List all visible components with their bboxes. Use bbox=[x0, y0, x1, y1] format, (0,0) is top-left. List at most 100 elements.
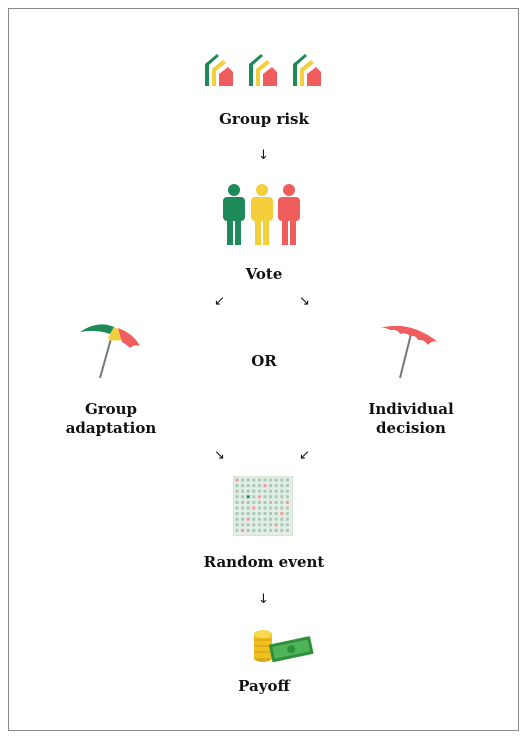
coins-cash-icon bbox=[254, 630, 314, 663]
grid-cell bbox=[285, 528, 289, 532]
grid-cell bbox=[269, 512, 273, 516]
arrow-down-left-1: ↙ bbox=[214, 294, 225, 309]
grid-cell bbox=[246, 478, 250, 482]
arrow-down-1: ↓ bbox=[258, 148, 269, 163]
grid-cell bbox=[274, 484, 278, 488]
grid-cell bbox=[274, 500, 278, 504]
grid-cell bbox=[252, 523, 256, 527]
person-icon bbox=[251, 184, 273, 245]
grid-cell bbox=[252, 512, 256, 516]
grid-cell bbox=[257, 528, 261, 532]
grid-cell bbox=[269, 517, 273, 521]
grid-cell bbox=[246, 500, 250, 504]
grid-cell bbox=[235, 478, 239, 482]
grid-cell bbox=[252, 528, 256, 532]
grid-cell bbox=[274, 512, 278, 516]
grid-cell bbox=[269, 500, 273, 504]
grid-cell bbox=[246, 489, 250, 493]
grid-cell bbox=[263, 500, 267, 504]
grid-cell bbox=[257, 478, 261, 482]
coin-stack-icon bbox=[254, 630, 272, 662]
grid-cell bbox=[285, 484, 289, 488]
grid-cell bbox=[274, 495, 278, 499]
grid-cell bbox=[285, 523, 289, 527]
house-icon bbox=[293, 54, 321, 86]
grid-cell bbox=[269, 484, 273, 488]
group-adaptation-label-line1: Group bbox=[84, 400, 138, 418]
grid-cell bbox=[285, 478, 289, 482]
grid-cell bbox=[269, 489, 273, 493]
arrow-down-right-2: ↘ bbox=[214, 448, 225, 463]
grid-cell bbox=[257, 495, 261, 499]
individual-decision-label-line1: Individual bbox=[368, 400, 454, 418]
grid-cell bbox=[241, 495, 245, 499]
grid-cell bbox=[252, 500, 256, 504]
grid-cell bbox=[246, 512, 250, 516]
grid-cell bbox=[280, 523, 284, 527]
grid-cell bbox=[235, 489, 239, 493]
or-label: OR bbox=[251, 352, 277, 370]
house-icon bbox=[205, 54, 233, 86]
individual-decision-label-line2: decision bbox=[376, 419, 446, 437]
grid-cell bbox=[241, 523, 245, 527]
grid-cell bbox=[235, 506, 239, 510]
grid-cell bbox=[263, 528, 267, 532]
grid-cell bbox=[235, 484, 239, 488]
grid-cell bbox=[241, 489, 245, 493]
grid-cell bbox=[263, 478, 267, 482]
grid-cell bbox=[235, 500, 239, 504]
house-icon bbox=[249, 54, 277, 86]
grid-cell bbox=[263, 523, 267, 527]
grid-cell bbox=[269, 495, 273, 499]
grid-cell bbox=[285, 500, 289, 504]
grid-cell bbox=[274, 528, 278, 532]
umbrella-red-icon bbox=[380, 325, 438, 379]
grid-cell bbox=[241, 478, 245, 482]
grid-cell bbox=[269, 506, 273, 510]
grid-cell bbox=[257, 512, 261, 516]
arrow-down-left-2: ↙ bbox=[299, 448, 310, 463]
grid-cell bbox=[274, 506, 278, 510]
grid-cell bbox=[263, 484, 267, 488]
grid-cell bbox=[257, 489, 261, 493]
grid-cell bbox=[241, 484, 245, 488]
grid-cell bbox=[252, 506, 256, 510]
grid-cell bbox=[280, 489, 284, 493]
cash-icon bbox=[269, 636, 314, 663]
grid-cell bbox=[280, 517, 284, 521]
grid-cell bbox=[246, 506, 250, 510]
grid-cell bbox=[280, 512, 284, 516]
grid-cell bbox=[263, 517, 267, 521]
grid-cell bbox=[280, 478, 284, 482]
grid-cell bbox=[257, 517, 261, 521]
umbrella-multicolor-icon bbox=[80, 324, 140, 379]
person-icon bbox=[223, 184, 245, 245]
grid-cell bbox=[280, 484, 284, 488]
grid-cell bbox=[285, 489, 289, 493]
grid-cell bbox=[274, 523, 278, 527]
grid-cell bbox=[235, 517, 239, 521]
grid-cell bbox=[246, 484, 250, 488]
arrow-down-right-1: ↘ bbox=[299, 294, 310, 309]
grid-cell bbox=[280, 495, 284, 499]
grid-cell bbox=[235, 523, 239, 527]
grid-cell bbox=[274, 517, 278, 521]
grid-cell bbox=[252, 517, 256, 521]
grid-cell bbox=[252, 495, 256, 499]
grid-cell bbox=[269, 478, 273, 482]
arrow-down-2: ↓ bbox=[258, 592, 269, 607]
grid-cell bbox=[241, 506, 245, 510]
payoff-label: Payoff bbox=[238, 677, 290, 695]
grid-cell bbox=[246, 528, 250, 532]
grid-cell bbox=[285, 517, 289, 521]
grid-cell bbox=[280, 506, 284, 510]
group-risk-label: Group risk bbox=[219, 110, 309, 128]
grid-cell bbox=[263, 489, 267, 493]
group-adaptation-label-line2: adaptation bbox=[65, 419, 157, 437]
grid-cell bbox=[285, 506, 289, 510]
grid-cell bbox=[246, 517, 250, 521]
grid-cell bbox=[269, 523, 273, 527]
grid-cell bbox=[269, 528, 273, 532]
diagram-frame bbox=[8, 8, 519, 731]
grid-cell bbox=[263, 495, 267, 499]
